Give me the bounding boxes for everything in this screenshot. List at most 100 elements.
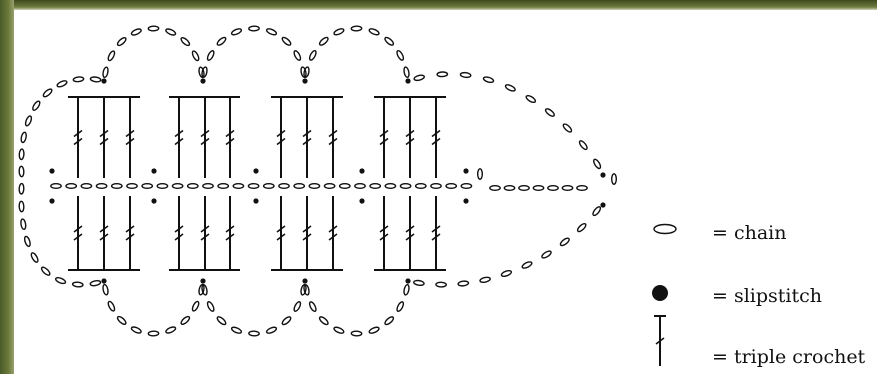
chain-stitch xyxy=(218,184,228,189)
chain-stitch xyxy=(578,140,588,151)
chain-stitch xyxy=(548,186,558,191)
triple-crochet xyxy=(98,97,110,178)
chain-stitch xyxy=(340,184,350,189)
chain-stitch xyxy=(206,301,215,312)
chain-stitch xyxy=(131,326,142,334)
chain-stitch xyxy=(403,67,410,78)
slipstitch xyxy=(101,78,106,83)
chain-stitch xyxy=(612,174,617,184)
chain-stitch xyxy=(30,252,39,263)
legend-chain-label: = chain xyxy=(712,222,786,244)
triple-crochet xyxy=(199,97,211,178)
chain-stitch xyxy=(90,76,101,82)
chain-stitch xyxy=(368,326,379,334)
triple-crochet xyxy=(124,97,136,178)
chain-stitch xyxy=(403,284,410,295)
chain-stitch xyxy=(293,50,302,61)
chain-stitch xyxy=(206,50,215,61)
slipstitch-dots xyxy=(49,78,605,283)
chain-stitch xyxy=(55,277,66,285)
chain-stitch xyxy=(351,331,362,336)
chain-stitch xyxy=(248,184,258,189)
triple-crochet xyxy=(378,196,390,270)
slipstitch xyxy=(359,198,364,203)
chain-stitch xyxy=(148,26,159,31)
chain-stitch xyxy=(576,222,587,232)
slipstitch xyxy=(359,168,364,173)
chain-stitch xyxy=(180,315,191,325)
triple-crochet xyxy=(275,97,287,178)
chain-stitch xyxy=(480,276,491,283)
chain-stitch xyxy=(318,316,329,326)
chain-stitch xyxy=(294,184,304,189)
triple-crochet xyxy=(224,97,236,178)
chain-stitch xyxy=(40,266,51,276)
chain-stitch xyxy=(165,28,176,36)
chain-stitch xyxy=(32,100,42,111)
chain-stitch xyxy=(501,270,512,278)
chain-stitch xyxy=(385,184,395,189)
chain-stitch xyxy=(24,115,32,126)
chain-stitch xyxy=(188,184,198,189)
chain-stitch xyxy=(521,261,532,270)
slipstitch xyxy=(600,172,605,177)
chain-stitch xyxy=(19,166,24,177)
chain-stitch xyxy=(19,184,24,195)
chain-stitch xyxy=(96,184,106,189)
chain-stitch xyxy=(73,76,84,82)
triple-crochet xyxy=(301,97,313,178)
chain-stitch xyxy=(544,107,555,117)
legend-slipstitch-label: = slipstitch xyxy=(712,285,822,307)
chain-stitch xyxy=(533,186,543,191)
legend-triple-crochet-label: = triple crochet xyxy=(712,346,865,368)
chain-stitch xyxy=(400,184,410,189)
chain-stitch xyxy=(266,28,277,36)
triple-crochet xyxy=(173,97,185,178)
chain-stitch xyxy=(249,331,260,336)
slipstitch xyxy=(101,278,106,283)
chain-stitch xyxy=(24,236,32,247)
chain-stitch xyxy=(51,184,61,189)
chain-stitch xyxy=(414,74,425,81)
chain-stitch xyxy=(20,219,26,230)
chain-stitch xyxy=(431,184,441,189)
chain-stitch xyxy=(191,301,200,312)
chain-stitch xyxy=(19,201,24,212)
chain-stitch xyxy=(592,206,602,217)
slipstitch xyxy=(302,78,307,83)
slipstitch xyxy=(49,198,54,203)
chain-stitch xyxy=(413,280,424,286)
slipstitch xyxy=(151,168,156,173)
chain-stitch xyxy=(42,88,53,98)
chain-stitch xyxy=(112,184,122,189)
chain-stitch xyxy=(81,184,91,189)
slipstitch xyxy=(151,198,156,203)
chain-stitch xyxy=(279,184,289,189)
slipstitch xyxy=(463,198,468,203)
triple-crochet xyxy=(430,97,442,178)
chain-stitch xyxy=(249,26,260,31)
triple-crochet-legend-icon xyxy=(654,316,666,366)
chain-stitch xyxy=(525,94,536,103)
chain-stitch xyxy=(102,67,109,78)
chain-stitch xyxy=(102,284,109,295)
chain-stitch xyxy=(107,301,116,312)
chain-stitch xyxy=(446,184,456,189)
chain-stitch xyxy=(333,326,344,334)
slipstitch xyxy=(652,285,668,301)
chain-stitch xyxy=(368,28,379,36)
chain-stitch xyxy=(308,50,317,61)
chain-stitch xyxy=(562,186,572,191)
chain-stitch xyxy=(116,36,127,46)
chain-stitch xyxy=(318,36,329,46)
chain-stitch xyxy=(355,184,365,189)
chain-stitch xyxy=(293,301,302,312)
chain-stitch xyxy=(165,326,176,334)
slipstitch xyxy=(253,168,258,173)
triple-crochet xyxy=(327,97,339,178)
chain-stitches xyxy=(19,26,616,336)
chain-stitch xyxy=(19,149,24,160)
slipstitch xyxy=(200,278,205,283)
triple-crochet xyxy=(72,97,84,178)
